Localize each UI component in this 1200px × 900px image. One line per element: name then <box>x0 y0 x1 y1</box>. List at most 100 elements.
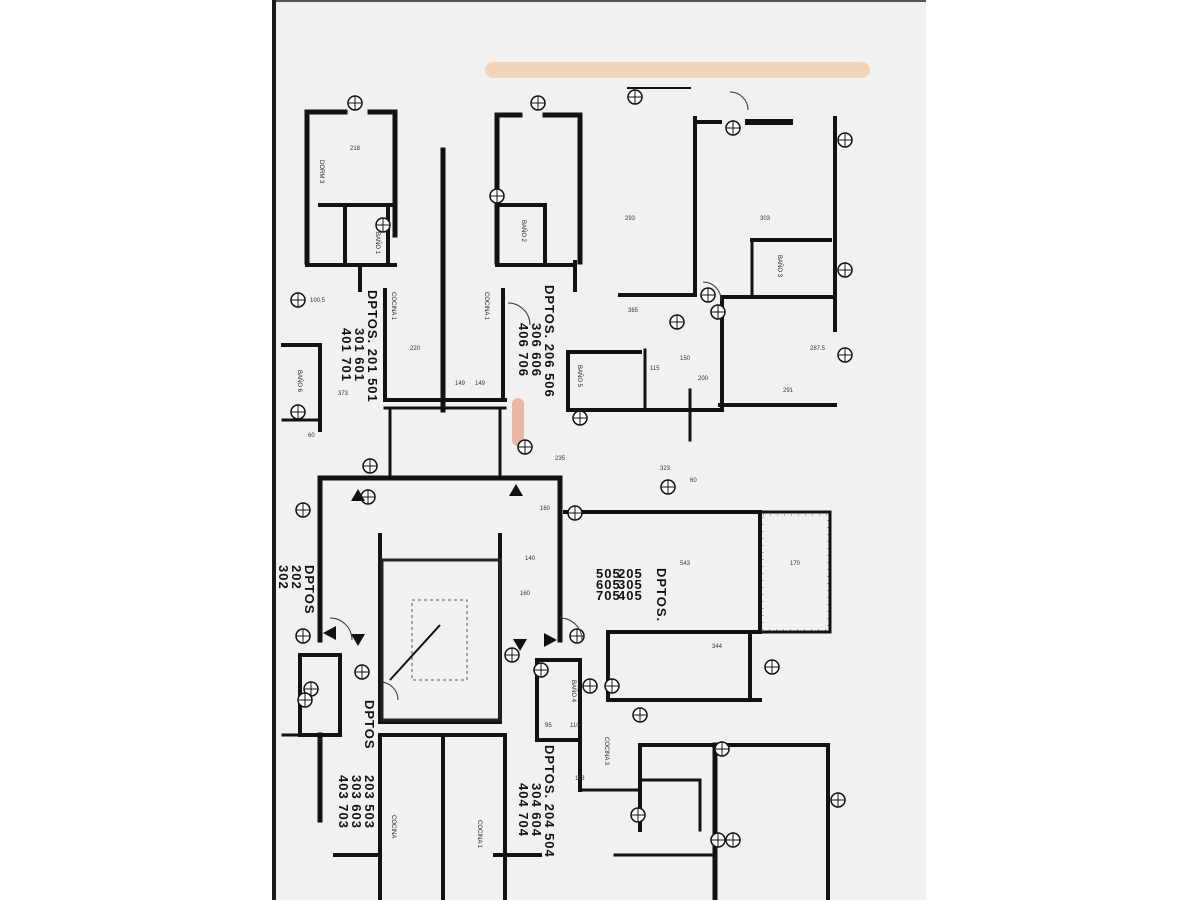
dimension-label: 303 <box>760 216 771 222</box>
level-arrow-icon <box>544 633 557 647</box>
dimension-label: 170 <box>790 561 801 567</box>
dimension-label: 291 <box>783 388 794 394</box>
room-label-kitchen: COCINA 1 <box>476 820 482 849</box>
unit-label-line: 202 <box>289 565 304 590</box>
door-swing <box>729 91 749 111</box>
unit-label-line: 505 <box>596 566 621 581</box>
door-swing <box>559 617 583 641</box>
unit-label-line: 403 703 <box>336 775 351 829</box>
stair-landing <box>411 599 468 681</box>
dimension-label: 344 <box>712 644 723 650</box>
unit-label-line: DPTOS <box>362 700 377 750</box>
section-marker-icon <box>347 95 363 111</box>
section-marker-icon <box>837 132 853 148</box>
room-label-bathroom: BAÑO 4 <box>570 680 577 703</box>
level-arrow-icon <box>351 489 365 501</box>
dimension-label: 160 <box>520 591 531 597</box>
level-arrow-icon <box>513 639 527 651</box>
section-marker-icon <box>725 832 741 848</box>
section-marker-icon <box>725 120 741 136</box>
section-marker-icon <box>837 262 853 278</box>
ink-mark <box>512 398 524 446</box>
section-marker-icon <box>627 89 643 105</box>
section-marker-icon <box>489 188 505 204</box>
dimension-label: 60 <box>690 478 697 484</box>
dimension-label: 293 <box>625 216 636 222</box>
dimension-label: 543 <box>680 561 691 567</box>
section-marker-icon <box>837 347 853 363</box>
room-label-bathroom: BAÑO 5 <box>576 365 583 388</box>
unit-label-203: DPTOS 203 503 303 603 403 703 <box>336 700 377 829</box>
unit-label-line: 205 <box>618 566 643 581</box>
paper-top-edge <box>276 0 926 2</box>
room-label-bedroom: DORM 3 <box>318 160 324 184</box>
section-marker-icon <box>572 410 588 426</box>
dimension-label: 110 <box>570 723 580 729</box>
room-label-bathroom: BAÑO 3 <box>776 255 783 278</box>
dimension-label: 113 <box>575 776 585 782</box>
dimension-label: 218 <box>350 146 361 152</box>
dimension-label: 220 <box>410 346 421 352</box>
section-marker-icon <box>660 479 676 495</box>
dimension-label: 140 <box>525 556 536 562</box>
unit-label-line: 303 603 <box>349 775 364 829</box>
level-arrow-icon <box>509 484 523 496</box>
unit-label-line: DPTOS. 201 501 <box>365 290 380 403</box>
section-marker-icon <box>830 792 846 808</box>
unit-label-line: 305 <box>618 577 643 592</box>
dimension-label: 160 <box>540 506 551 512</box>
dimension-label: 373 <box>338 391 349 397</box>
unit-label-line: 203 503 <box>362 775 377 829</box>
door-swing <box>702 281 722 301</box>
dimension-label: 150 <box>680 356 691 362</box>
room-label-bathroom: BAÑO 2 <box>520 220 527 243</box>
section-marker-icon <box>710 832 726 848</box>
unit-label-line: 605 <box>596 577 621 592</box>
dimension-label: 149 <box>455 381 466 387</box>
dimension-label: 235 <box>555 456 566 462</box>
section-markers-layer <box>290 89 853 848</box>
section-marker-icon <box>375 217 391 233</box>
door-swing <box>507 302 531 326</box>
unit-label-204: DPTOS. 204 504 304 604 404 704 <box>516 745 557 858</box>
dimension-label: 115 <box>650 366 660 372</box>
room-label-bathroom: BAÑO 1 <box>374 232 381 255</box>
stair-cut-line <box>389 624 441 681</box>
unit-label-line: DPTOS. <box>654 568 669 622</box>
section-marker-icon <box>567 505 583 521</box>
unit-label-line: 301 601 <box>352 328 367 382</box>
unit-label-205: DPTOS. 205 305 405 505 605 705 <box>596 566 669 622</box>
dimension-label: 100.5 <box>310 298 326 304</box>
section-marker-icon <box>290 404 306 420</box>
unit-label-206: DPTOS. 206 506 306 606 406 706 <box>516 285 557 398</box>
dimension-label: 385 <box>628 308 639 314</box>
room-label-kitchen: COCINA 1 <box>390 292 396 321</box>
section-marker-icon <box>530 95 546 111</box>
section-marker-icon <box>295 502 311 518</box>
section-marker-icon <box>669 314 685 330</box>
section-marker-icon <box>504 647 520 663</box>
section-marker-icon <box>360 489 376 505</box>
section-marker-icon <box>517 439 533 455</box>
section-marker-icon <box>630 807 646 823</box>
dimension-label: 60 <box>308 433 315 439</box>
section-marker-icon <box>700 287 716 303</box>
level-arrows-layer <box>323 484 557 651</box>
unit-label-line: 406 706 <box>516 323 531 377</box>
dimension-label: 323 <box>660 466 671 472</box>
dimension-label: 149 <box>475 381 486 387</box>
room-label-bathroom: BAÑO 6 <box>296 370 303 393</box>
section-marker-icon <box>533 662 549 678</box>
section-marker-icon <box>710 304 726 320</box>
unit-label-201: DPTOS. 201 501 301 601 401 701 <box>339 290 380 403</box>
unit-label-line: DPTOS. 204 504 <box>542 745 557 858</box>
section-marker-icon <box>764 659 780 675</box>
unit-label-line: 705 <box>596 588 621 603</box>
section-marker-icon <box>303 681 319 697</box>
unit-label-line: DPTOS <box>302 565 317 615</box>
room-label-kitchen: COCINA 3 <box>603 737 609 766</box>
unit-label-line: 302 <box>276 565 291 590</box>
section-marker-icon <box>297 692 313 708</box>
stair-well <box>380 558 502 722</box>
